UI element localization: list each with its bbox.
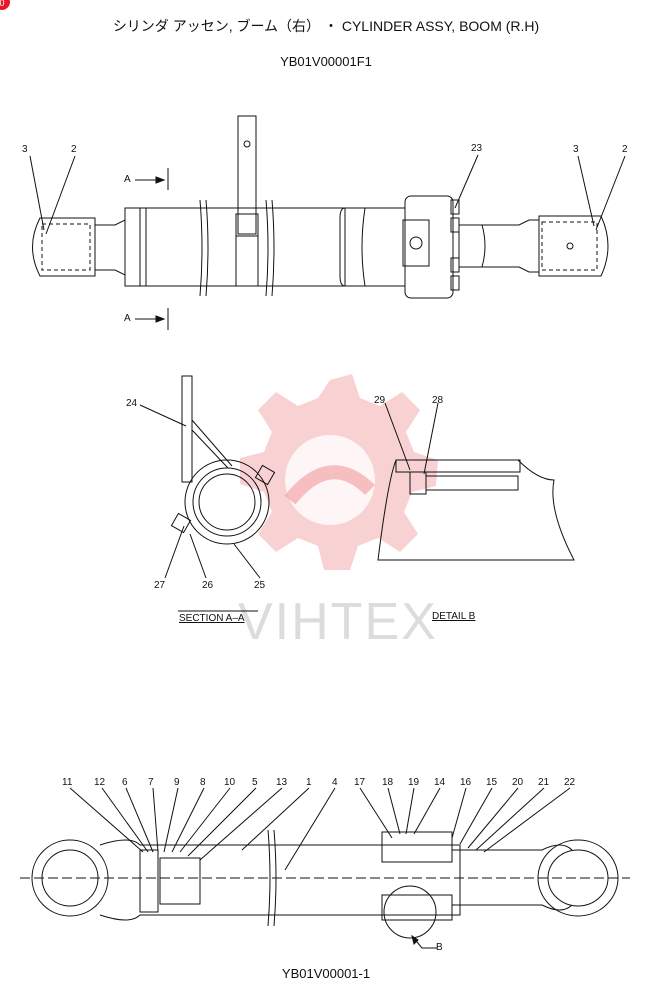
callout: 21 [538,777,550,788]
detail-outline [377,459,575,561]
callout: 8 [200,777,206,788]
callout: 29 [374,395,386,406]
callout: 9 [174,777,180,788]
callout: 2 [71,144,77,155]
page-title: シリンダ アッセン, ブーム（右） ・ CYLINDER ASSY, BOOM … [112,18,540,34]
callout: 13 [276,777,288,788]
callout: 20 [512,777,524,788]
right-eye-block [538,215,609,277]
section-ring-outer [184,459,270,545]
callout: 12 [94,777,106,788]
section-caption: SECTION A–A [179,613,245,624]
barrel [124,207,346,287]
detail-arrow-b: B [436,942,443,953]
callout: 11 [62,777,73,788]
callout: 6 [122,777,128,788]
callout: 4 [332,777,338,788]
bottom-callout-row: 11 12 6 7 9 8 10 5 13 1 4 17 18 19 14 16… [62,777,592,791]
callout: 5 [252,777,258,788]
section-arrow-a-bottom: A [124,313,131,324]
lower-cylinder-body [99,839,461,921]
callout: 14 [434,777,446,788]
callout: 28 [432,395,444,406]
callout: 16 [460,777,472,788]
callout: 17 [354,777,366,788]
callout: 27 [154,580,166,591]
callout: 3 [573,144,579,155]
left-eye-block [32,217,96,277]
callout: 26 [202,580,214,591]
callout: 10 [224,777,236,788]
detail-caption: DETAIL B [432,611,476,622]
callout: 1 [306,777,312,788]
callout: 19 [408,777,420,788]
corner-badge: 0 [0,0,10,10]
top-drawing-code: YB01V00001F1 [280,54,372,69]
section-arrow-a-top: A [124,174,131,185]
watermark-text: VIHTEX [238,593,438,651]
callout: 25 [254,580,266,591]
callout: 15 [486,777,498,788]
callout: 24 [126,398,138,409]
callout: 18 [382,777,394,788]
callout: 22 [564,777,576,788]
callout: 23 [471,143,483,154]
bottom-drawing-code: YB01V00001-1 [281,966,371,981]
callout: 3 [22,144,28,155]
callout: 7 [148,777,154,788]
cylinder-head [339,207,406,287]
callout: 2 [622,144,628,155]
mounting-plate [237,115,257,235]
